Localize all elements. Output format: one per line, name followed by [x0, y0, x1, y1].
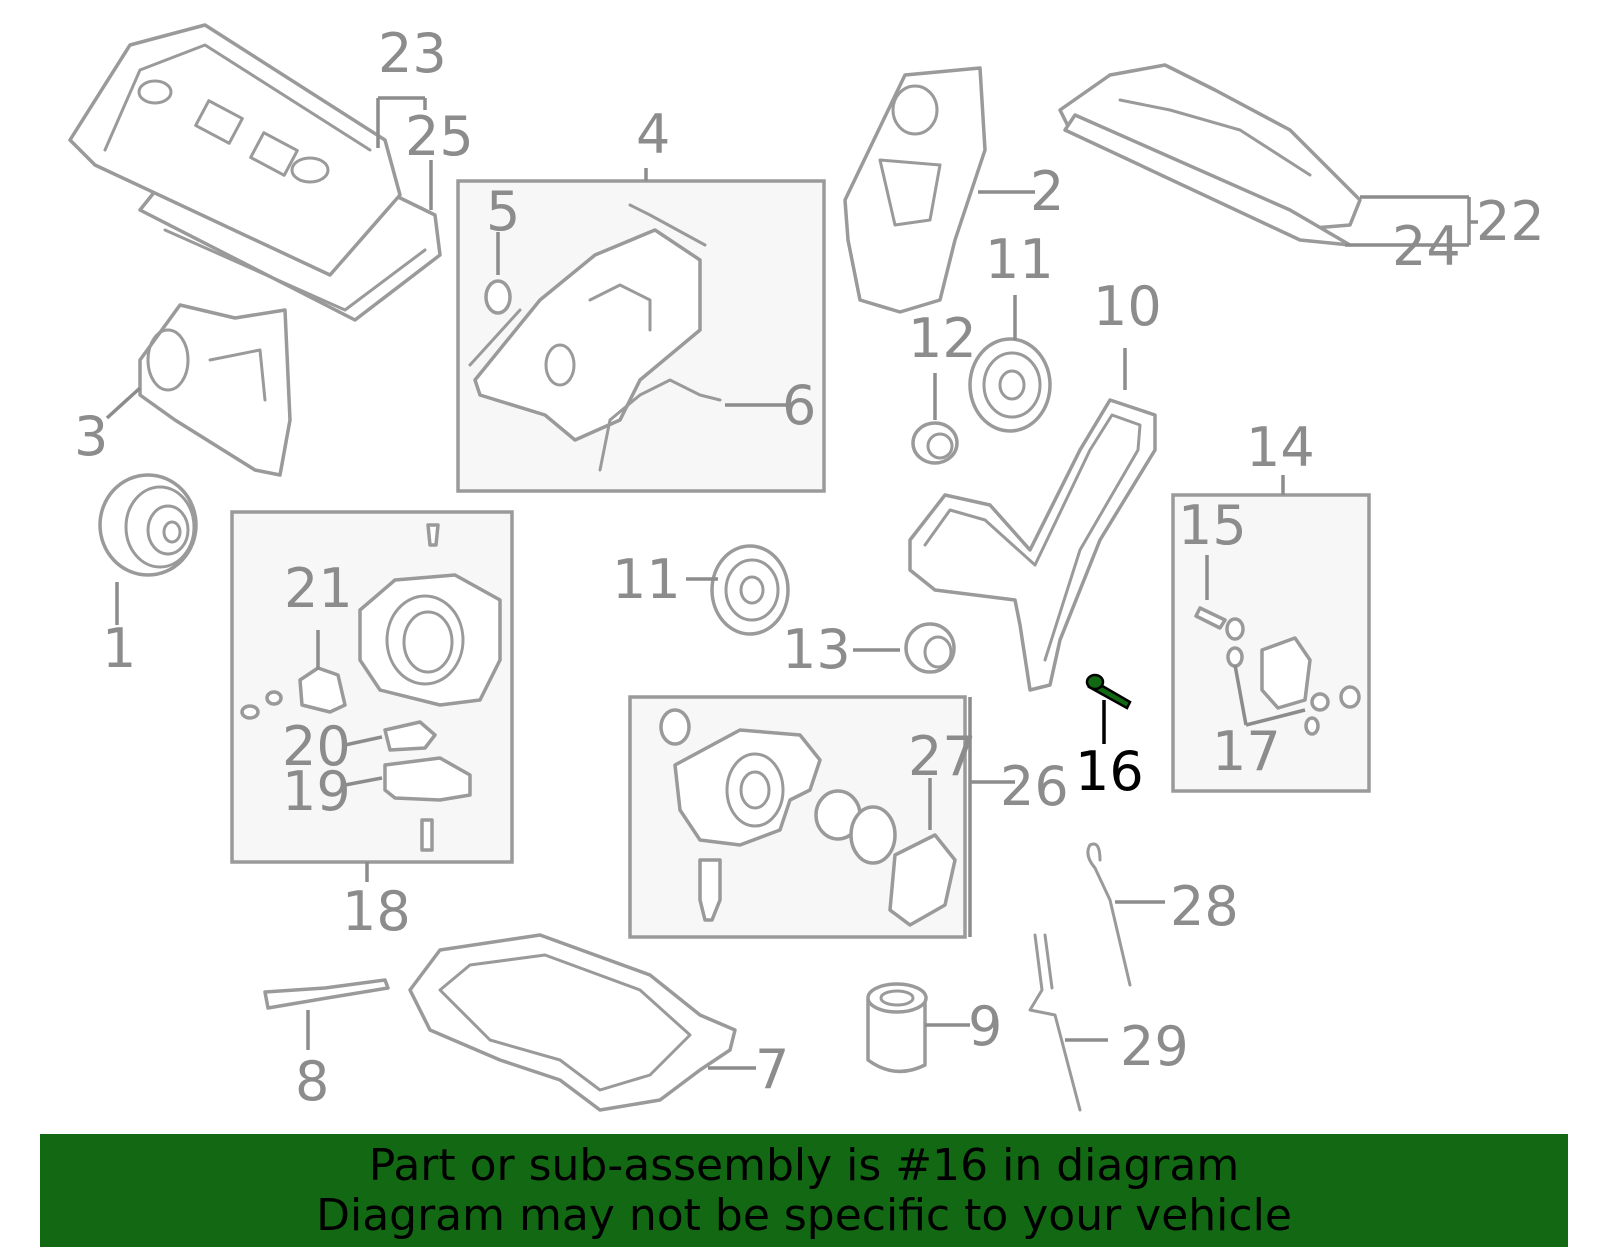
- callout-15: 15: [1178, 494, 1247, 557]
- group-box-14: [1171, 493, 1371, 793]
- callout-7: 7: [755, 1038, 789, 1101]
- gasket-part-20[interactable]: [383, 720, 437, 752]
- o-ring-part[interactable]: [484, 279, 512, 315]
- tensioner-pulley-part[interactable]: [904, 622, 956, 674]
- callout-27: 27: [908, 725, 977, 788]
- idler-pulley-part[interactable]: [911, 421, 959, 465]
- relief-valve-part[interactable]: [698, 858, 722, 922]
- callout-18: 18: [342, 880, 411, 943]
- callout-11-lower: 11: [612, 548, 681, 611]
- callout-6: 6: [782, 374, 816, 437]
- actuator-part-19[interactable]: [383, 756, 472, 802]
- throttle-body-part[interactable]: [358, 573, 502, 707]
- screw-lower-part[interactable]: [420, 818, 434, 852]
- callout-12: 12: [908, 307, 977, 370]
- callout-29: 29: [1120, 1015, 1189, 1078]
- timing-case-part[interactable]: [473, 203, 707, 442]
- callout-14: 14: [1246, 416, 1315, 479]
- intake-plenum-part[interactable]: [1058, 63, 1362, 247]
- callout-26: 26: [1000, 755, 1069, 818]
- o-ring-pump-part[interactable]: [659, 708, 691, 746]
- timing-cover-upper-part[interactable]: [843, 66, 987, 314]
- callout-13: 13: [782, 618, 851, 681]
- dipstick-part[interactable]: [1086, 842, 1132, 987]
- oil-pump-part[interactable]: [673, 728, 822, 847]
- callout-1: 1: [102, 617, 136, 680]
- callout-23: 23: [378, 22, 447, 85]
- callout-4: 4: [636, 103, 670, 166]
- sensor-part-21[interactable]: [298, 666, 347, 714]
- callout-8: 8: [295, 1050, 329, 1113]
- callout-16: 16: [1075, 740, 1144, 803]
- callout-28: 28: [1170, 875, 1239, 938]
- cam-sprocket-lower-part[interactable]: [710, 544, 790, 636]
- callout-10: 10: [1093, 275, 1162, 338]
- oil-pan-part[interactable]: [408, 933, 737, 1112]
- pump-seal-part[interactable]: [849, 805, 897, 865]
- tensioner-assembly-part[interactable]: [1194, 606, 1361, 736]
- timing-belt-part[interactable]: [908, 398, 1157, 692]
- oil-filter-part[interactable]: [866, 982, 928, 1074]
- callout-2: 2: [1030, 160, 1064, 223]
- callout-21: 21: [284, 557, 353, 620]
- oil-pressure-sensor-part[interactable]: [263, 978, 390, 1010]
- screw-part[interactable]: [426, 523, 440, 547]
- callout-19: 19: [282, 760, 351, 823]
- callout-22: 22: [1476, 190, 1545, 253]
- bolt-part[interactable]: [240, 704, 260, 720]
- dipstick-tube-part[interactable]: [1028, 933, 1082, 1112]
- callout-9: 9: [968, 995, 1002, 1058]
- timing-cover-lower-part[interactable]: [138, 303, 292, 477]
- part-notice-banner: Part or sub-assembly is #16 in diagram D…: [40, 1134, 1568, 1247]
- crankshaft-pulley-part[interactable]: [98, 473, 198, 577]
- callout-3: 3: [74, 405, 108, 468]
- callout-25: 25: [405, 105, 474, 168]
- highlighted-bolt-part-16[interactable]: [1085, 673, 1132, 710]
- cam-sprocket-upper-part[interactable]: [968, 337, 1052, 433]
- callout-11-upper: 11: [985, 228, 1054, 291]
- banner-line-2: Diagram may not be specific to your vehi…: [316, 1189, 1292, 1241]
- leader-lines: [105, 96, 1478, 1070]
- callout-24: 24: [1392, 215, 1461, 278]
- banner-line-1: Part or sub-assembly is #16 in diagram: [368, 1139, 1240, 1191]
- pump-cover-gasket-part[interactable]: [888, 833, 957, 927]
- callout-20: 20: [282, 715, 351, 778]
- washer-part[interactable]: [265, 690, 283, 706]
- timing-gasket-part[interactable]: [468, 308, 722, 472]
- callout-5: 5: [486, 180, 520, 243]
- valve-cover-part[interactable]: [68, 23, 442, 322]
- callout-17: 17: [1212, 720, 1281, 783]
